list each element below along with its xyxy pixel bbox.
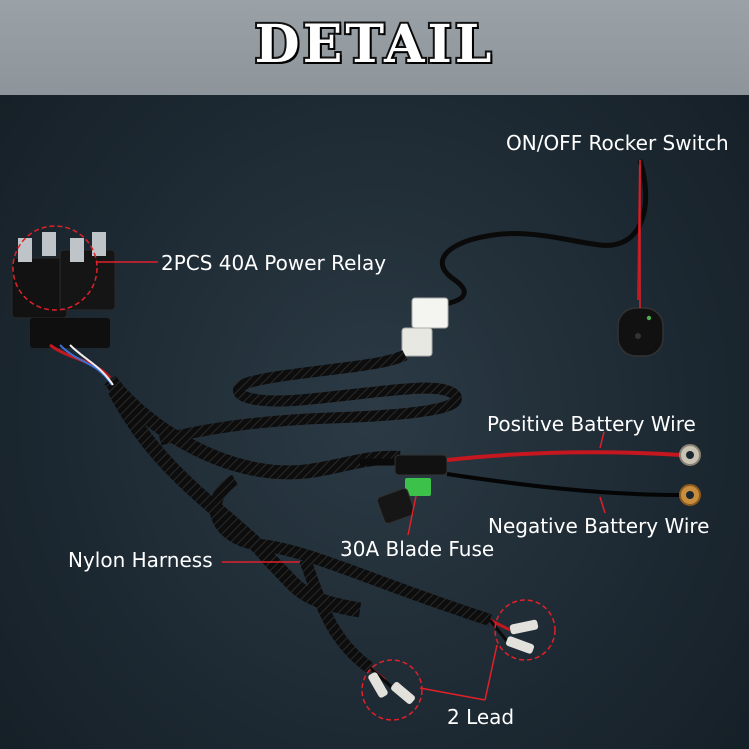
callout-negative-wire: Negative Battery Wire: [488, 514, 710, 538]
main-harness: [104, 375, 401, 480]
relay-highlight-circle: [12, 225, 98, 311]
callout-blade-fuse: 30A Blade Fuse: [340, 537, 495, 561]
callout-rocker-switch: ON/OFF Rocker Switch: [506, 131, 729, 155]
page-title: DETAIL: [253, 12, 495, 77]
braided-loop: [158, 349, 462, 446]
switch-cable: [439, 159, 649, 308]
negative-wire: [446, 472, 681, 497]
title-banner: DETAIL: [0, 0, 749, 95]
callout-leader-lines: [97, 165, 641, 701]
rocker-switch: [617, 307, 664, 357]
power-relays: [11, 232, 116, 386]
callout-nylon-harness: Nylon Harness: [68, 548, 213, 572]
callout-2-lead: 2 Lead: [447, 705, 515, 729]
fuse-holder: [394, 454, 448, 476]
positive-wire: [446, 450, 683, 462]
callout-power-relay: 2PCS 40A Power Relay: [161, 251, 387, 275]
lead-highlight-circle-right: [494, 599, 556, 661]
lead-highlight-circle-left: [361, 659, 423, 721]
connector-plug: [411, 297, 449, 329]
blade-fuse: [405, 478, 431, 496]
lead-terminals-right: [488, 618, 539, 654]
lead-terminals-left: [368, 666, 415, 704]
callout-positive-wire: Positive Battery Wire: [487, 412, 696, 436]
